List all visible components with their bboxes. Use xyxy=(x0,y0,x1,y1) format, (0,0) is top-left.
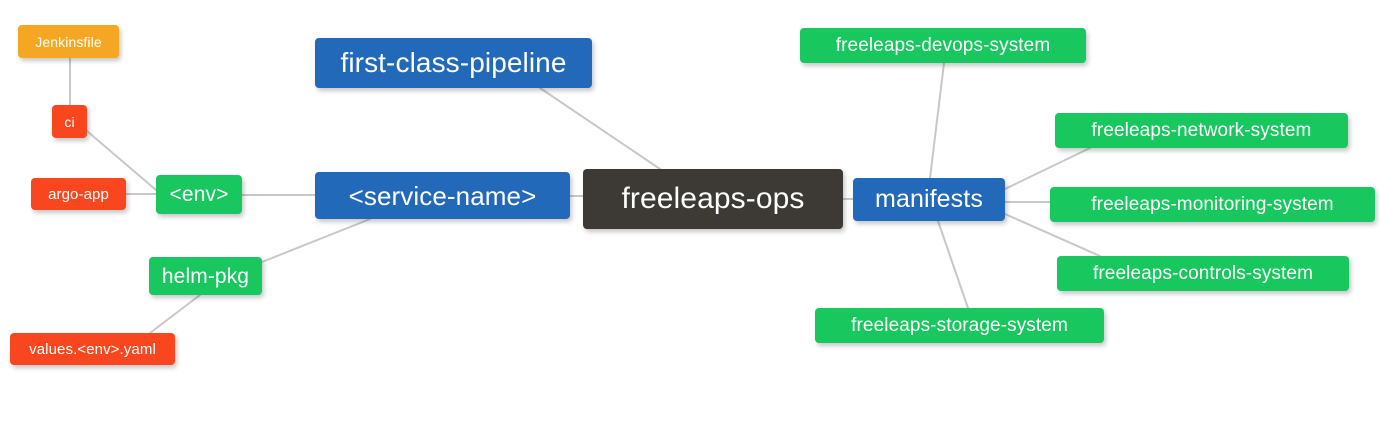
node-jenkinsfile[interactable]: Jenkinsfile xyxy=(18,25,119,58)
node-service-name[interactable]: <service-name> xyxy=(315,172,570,219)
node-label-freeleaps-network-system: freeleaps-network-system xyxy=(1091,120,1312,141)
node-freeleaps-network-system[interactable]: freeleaps-network-system xyxy=(1055,113,1348,148)
node-freeleaps-storage-system[interactable]: freeleaps-storage-system xyxy=(815,308,1104,343)
node-ci[interactable]: ci xyxy=(52,105,87,138)
node-label-first-class-pipeline: first-class-pipeline xyxy=(340,47,567,78)
node-label-freeleaps-controls-system: freeleaps-controls-system xyxy=(1092,263,1314,284)
edge-manifests-network xyxy=(1004,147,1091,190)
edge-manifests-controls xyxy=(1004,213,1101,257)
edge-ci-env xyxy=(86,130,157,191)
edge-manifests-devops xyxy=(929,62,945,179)
node-label-helm-pkg: helm-pkg xyxy=(161,264,250,288)
node-freeleaps-controls-system[interactable]: freeleaps-controls-system xyxy=(1057,256,1349,291)
node-values-yaml[interactable]: values.<env>.yaml xyxy=(10,333,175,365)
node-label-argo-app: argo-app xyxy=(48,185,109,203)
node-manifests[interactable]: manifests xyxy=(853,178,1005,221)
node-label-freeleaps-devops-system: freeleaps-devops-system xyxy=(835,35,1051,56)
node-freeleaps-devops-system[interactable]: freeleaps-devops-system xyxy=(800,28,1086,63)
node-freeleaps-monitoring-system[interactable]: freeleaps-monitoring-system xyxy=(1050,187,1375,222)
node-label-freeleaps-storage-system: freeleaps-storage-system xyxy=(851,315,1068,336)
node-helm-pkg[interactable]: helm-pkg xyxy=(149,257,262,295)
edge-pipeline-ops xyxy=(539,87,661,170)
node-label-values-yaml: values.<env>.yaml xyxy=(29,340,156,358)
node-label-env: <env> xyxy=(169,183,229,206)
node-label-service-name: <service-name> xyxy=(348,180,537,211)
node-env[interactable]: <env> xyxy=(156,175,242,214)
node-label-manifests: manifests xyxy=(875,185,983,213)
node-first-class-pipeline[interactable]: first-class-pipeline xyxy=(315,38,592,88)
node-label-freeleaps-monitoring-system: freeleaps-monitoring-system xyxy=(1091,194,1334,215)
node-label-ci: ci xyxy=(64,113,75,130)
edge-valuesyaml-helmpkg xyxy=(149,294,201,334)
node-label-jenkinsfile: Jenkinsfile xyxy=(35,33,102,50)
node-label-freeleaps-ops: freeleaps-ops xyxy=(621,182,805,215)
edge-helmpkg-servicename xyxy=(261,218,371,263)
node-argo-app[interactable]: argo-app xyxy=(31,178,126,210)
edge-manifests-storage xyxy=(937,220,969,309)
node-freeleaps-ops[interactable]: freeleaps-ops xyxy=(583,169,843,229)
